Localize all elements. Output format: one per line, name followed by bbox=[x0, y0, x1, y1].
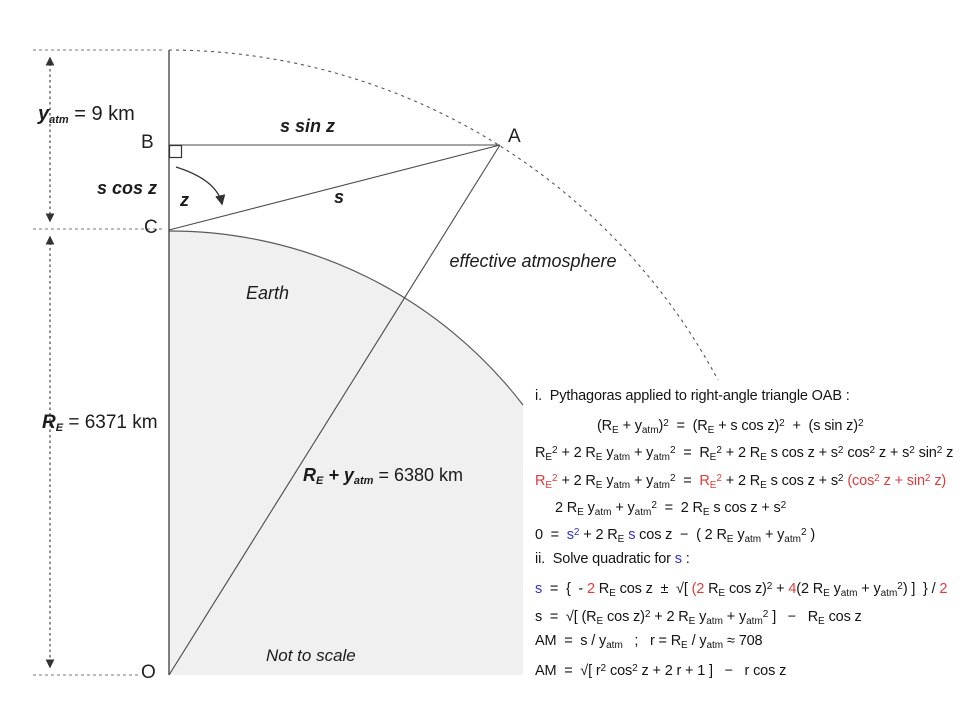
earth-surface-arc bbox=[168, 230, 524, 406]
eq-s-result: s = √[ (RE cos z)2 + 2 RE yatm + yatm2 ]… bbox=[535, 608, 862, 627]
label-not-to-scale: Not to scale bbox=[266, 646, 356, 665]
label-s-cos-z: s cos z bbox=[97, 178, 158, 198]
eq-expanded: RE2 + 2 RE yatm + yatm2 = RE2 + 2 RE s c… bbox=[535, 445, 954, 464]
eq-pythagoras: (RE + yatm)2 = (RE + s cos z)2 + (s sin … bbox=[597, 418, 864, 437]
earth-region bbox=[169, 230, 523, 675]
label-s-sin-z: s sin z bbox=[280, 116, 336, 136]
eq-step-i-heading: i. Pythagoras applied to right-angle tri… bbox=[535, 388, 850, 404]
atmosphere-arc bbox=[168, 49, 719, 381]
eq-grouped-identity: RE2 + 2 RE yatm + yatm2 = RE2 + 2 RE s c… bbox=[535, 472, 947, 491]
label-yatm-height: yatm = 9 km bbox=[38, 103, 135, 126]
point-label-b: B bbox=[141, 132, 154, 153]
point-label-c: C bbox=[144, 217, 158, 238]
label-earth: Earth bbox=[246, 283, 290, 303]
right-angle-marker bbox=[168, 144, 183, 159]
eq-quadratic-form: 0 = s2 + 2 RE s cos z − ( 2 RE yatm + ya… bbox=[535, 526, 816, 545]
label-earth-radius: RE = 6371 km bbox=[42, 412, 158, 434]
line-OA bbox=[168, 144, 501, 676]
point-label-a: A bbox=[508, 126, 521, 147]
eq-airmass-final: AM = √[ r2 cos2 z + 2 r + 1 ] − r cos z bbox=[535, 662, 787, 679]
zenith-angle-arrow bbox=[175, 166, 226, 206]
label-effective-atmosphere: effective atmosphere bbox=[449, 251, 617, 271]
eq-airmass-ratio: AM = s / yatm ; r = RE / yatm ≈ 708 bbox=[535, 632, 763, 651]
label-zenith-angle: z bbox=[180, 190, 189, 210]
label-atmosphere-radius: RE + yatm = 6380 km bbox=[303, 465, 463, 487]
label-path-s: s bbox=[334, 187, 345, 207]
eq-step-ii-heading: ii. Solve quadratic for s : bbox=[535, 551, 690, 568]
equations-block: i. Pythagoras applied to right-angle tri… bbox=[535, 383, 959, 682]
line-CA bbox=[168, 144, 501, 231]
eq-quadratic-solution: s = { - 2 RE cos z ± √[ (2 RE cos z)2 + … bbox=[535, 581, 948, 600]
point-label-o: O bbox=[141, 662, 156, 683]
eq-simplified: 2 RE yatm + yatm2 = 2 RE s cos z + s2 bbox=[555, 499, 787, 518]
